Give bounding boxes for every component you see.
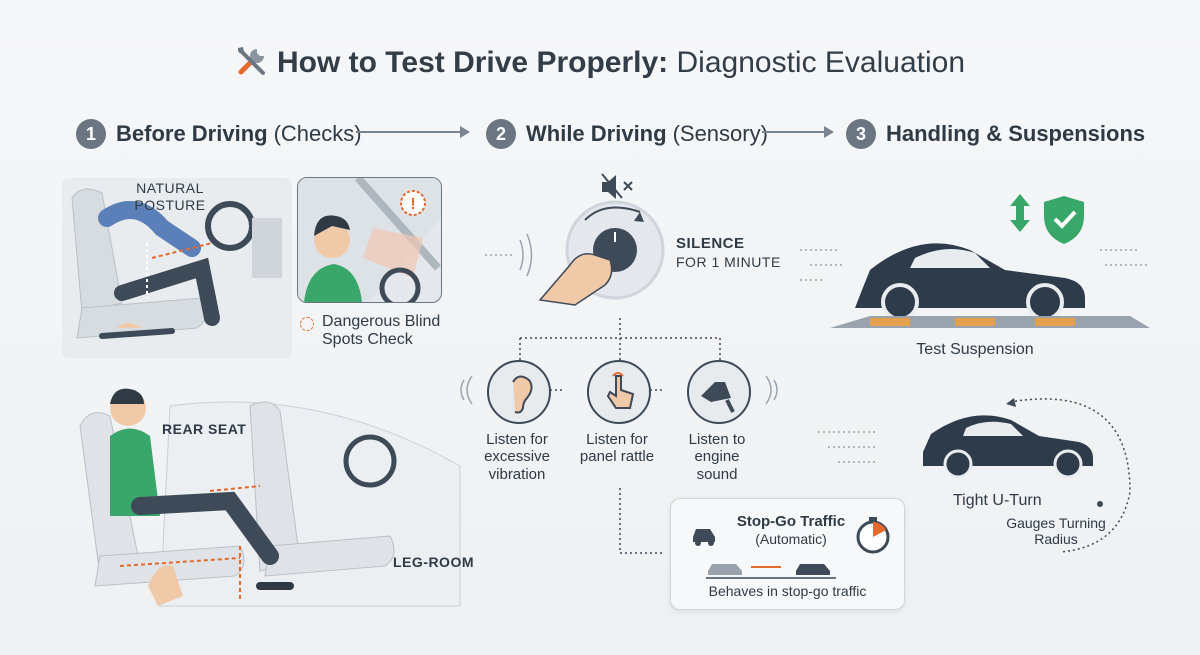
step-2-bold: While Driving [526, 121, 667, 146]
stop-go-subtitle: (Automatic) [755, 531, 827, 547]
test-suspension-label: Test Suspension [916, 341, 1034, 358]
svg-text:!: ! [410, 196, 415, 213]
step-1-bold: Before Driving [116, 121, 268, 146]
blind-spot-illustration: ! [297, 177, 442, 303]
listen-rattle-label: Listen for panel rattle [579, 431, 655, 466]
blind-spot-label: Dangerous Blind Spots Check [322, 313, 441, 349]
ear-icon [487, 360, 551, 424]
traffic-cars-icon [706, 555, 836, 579]
mute-icon [600, 172, 636, 202]
tight-u-turn-label: Tight U-Turn [953, 492, 1042, 509]
stop-go-caption: Behaves in stop-go traffic [708, 583, 867, 599]
u-turn-illustration [818, 392, 1140, 553]
stopwatch-icon [853, 515, 893, 555]
suspension-shield-icon [1008, 192, 1088, 252]
step-3-number: 3 [846, 119, 876, 149]
vibration-waves-left-icon [456, 372, 478, 408]
vibration-waves-right-icon [760, 372, 782, 408]
step-3-header: 3 Handling & Suspensions [846, 116, 1151, 152]
natural-posture-label: NATURAL POSTURE [134, 180, 206, 213]
step-1-number: 1 [76, 119, 106, 149]
page-title: How to Test Drive Properly: Diagnostic E… [0, 44, 1200, 86]
rear-seat-label: REAR SEAT [162, 421, 247, 437]
tools-icon [235, 44, 269, 86]
target-icon [300, 317, 314, 331]
suspension-car-illustration [800, 230, 1152, 330]
volume-knob-illustration [485, 200, 665, 310]
rear-seat-illustration [70, 386, 465, 611]
listen-vibration-label: Listen for excessive vibration [484, 431, 550, 483]
finger-tap-icon [587, 360, 651, 424]
step-2-light: (Sensory) [672, 121, 768, 146]
gauges-turning-radius-label: Gauges Turning Radius [1006, 515, 1106, 548]
engine-pedal-icon [687, 360, 751, 424]
stop-go-car-icon [689, 517, 719, 547]
stop-go-card: Stop-Go Traffic (Automatic) Behaves in s… [670, 498, 905, 610]
title-bold: How to Test Drive Properly: [276, 46, 669, 79]
listen-connector [515, 318, 725, 568]
step-arrow-2 [762, 126, 834, 138]
silence-title: SILENCE [676, 235, 745, 252]
leg-room-label: LEG-ROOM [393, 554, 474, 570]
silence-subtitle: FOR 1 MINUTE [676, 254, 781, 270]
step-2-header: 2 While Driving (Sensory) [486, 116, 768, 152]
stop-go-title: Stop-Go Traffic [736, 513, 846, 530]
title-light: Diagnostic Evaluation [676, 46, 966, 79]
step-1-light: (Checks) [273, 121, 362, 146]
listen-engine-label: Listen to engine sound [688, 431, 746, 483]
step-arrow-1 [356, 126, 470, 138]
driver-posture-illustration [62, 178, 292, 358]
step-2-number: 2 [486, 119, 516, 149]
step-3-bold: Handling & Suspensions [886, 121, 1146, 146]
step-1-header: 1 Before Driving (Checks) [76, 116, 362, 152]
